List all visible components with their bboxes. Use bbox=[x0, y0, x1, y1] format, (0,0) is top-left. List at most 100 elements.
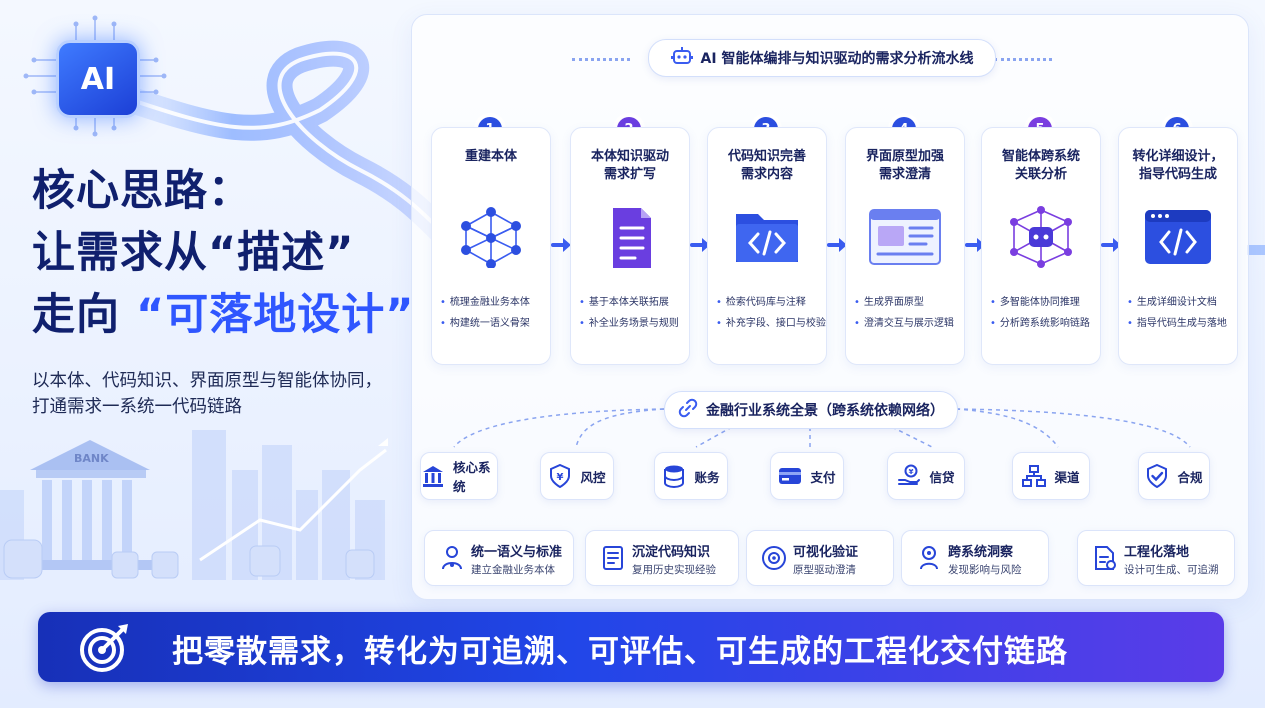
systems-title-pill: 金融行业系统全景（跨系统依赖网络） bbox=[664, 391, 958, 429]
document-icon bbox=[593, 206, 667, 268]
dotted-divider bbox=[994, 58, 1052, 61]
subtitle-line-2: 打通需求一系统一代码链路 bbox=[32, 397, 242, 417]
step-bullet: 分析跨系统影响链路 bbox=[990, 317, 1098, 331]
feature-subtitle: 发现影响与风险 bbox=[948, 564, 1022, 576]
step-title: 代码知识完善需求内容 bbox=[727, 149, 806, 182]
step-card-1: 重建本体梳理金融业务本体构建统一语义骨架 bbox=[431, 127, 551, 365]
code-window-icon bbox=[1141, 206, 1215, 268]
step-bullet: 生成详细设计文档 bbox=[1127, 296, 1235, 310]
subtitle: 以本体、代码知识、界面原型与智能体协同， 打通需求一系统一代码链路 bbox=[32, 368, 412, 420]
svg-text:¥: ¥ bbox=[909, 468, 914, 476]
system-node-4: 支付 bbox=[770, 452, 844, 500]
systems-title: 金融行业系统全景（跨系统依赖网络） bbox=[706, 403, 944, 419]
subtitle-line-1: 以本体、代码知识、界面原型与智能体协同， bbox=[32, 371, 382, 391]
system-node-label: 渠道 bbox=[1054, 469, 1080, 485]
pipeline-title-pill: AI 智能体编排与知识驱动的需求分析流水线 bbox=[648, 39, 996, 77]
step-title: 转化详细设计，指导代码生成 bbox=[1132, 149, 1224, 182]
visual-check-icon bbox=[761, 545, 787, 571]
step-bullet: 梳理金融业务本体 bbox=[440, 296, 548, 310]
headline-line-3-prefix: 走向 bbox=[32, 290, 120, 340]
feature-subtitle: 建立金融业务本体 bbox=[471, 564, 555, 576]
system-node-6: 渠道 bbox=[1012, 452, 1090, 500]
headline-line-3-highlight: “可落地设计” bbox=[135, 290, 415, 340]
system-node-3: 账务 bbox=[654, 452, 728, 500]
target-icon bbox=[78, 622, 130, 674]
bank-icon bbox=[421, 464, 445, 488]
step-title: 重建本体 bbox=[464, 149, 517, 164]
step-bullet: 多智能体协同推理 bbox=[990, 296, 1098, 310]
flow-arrow-icon bbox=[827, 235, 847, 255]
bank-sign: BANK bbox=[74, 452, 109, 465]
hierarchy-icon bbox=[1022, 464, 1047, 488]
step-bullet: 基于本体关联拓展 bbox=[579, 296, 687, 310]
step-title: 界面原型加强需求澄清 bbox=[865, 149, 944, 182]
feature-title: 统一语义与标准 bbox=[471, 545, 563, 560]
shield-check-icon bbox=[1145, 464, 1169, 488]
system-node-5: ¥ 信贷 bbox=[887, 452, 965, 500]
system-node-label: 合规 bbox=[1177, 469, 1203, 485]
feature-subtitle: 设计可生成、可追溯 bbox=[1124, 564, 1219, 576]
code-folder-icon bbox=[730, 206, 804, 268]
robot-icon bbox=[670, 46, 693, 70]
step-bullet: 检索代码库与注释 bbox=[716, 296, 824, 310]
person-standard-icon bbox=[439, 545, 465, 571]
step-bullet: 澄清交互与展示逻辑 bbox=[854, 317, 962, 331]
flow-arrow-icon bbox=[690, 235, 710, 255]
dependency-lines bbox=[453, 408, 1191, 448]
bottom-banner: 把零散需求，转化为可追溯、可评估、可生成的工程化交付链路 bbox=[38, 612, 1224, 682]
pipeline-title: AI 智能体编排与知识驱动的需求分析流水线 bbox=[700, 51, 974, 67]
system-node-label: 账务 bbox=[694, 469, 720, 485]
step-bullet: 补充字段、接口与校验 bbox=[716, 317, 826, 331]
headline-line-2: 让需求从“描述” bbox=[32, 228, 355, 278]
step-title: 本体知识驱动需求扩写 bbox=[590, 149, 669, 182]
flow-arrow-icon bbox=[551, 235, 571, 255]
system-node-7: 合规 bbox=[1138, 452, 1210, 500]
step-title: 智能体跨系统关联分析 bbox=[1001, 149, 1080, 182]
file-settings-icon bbox=[1092, 545, 1118, 571]
link-icon bbox=[678, 398, 698, 422]
ai-logo: AI bbox=[56, 40, 140, 118]
headline: 核心思路： 让需求从“描述” 走向 “可落地设计” bbox=[32, 160, 422, 346]
card-icon bbox=[778, 464, 802, 488]
svg-text:¥: ¥ bbox=[557, 472, 564, 483]
feature-title: 工程化落地 bbox=[1124, 545, 1190, 560]
feature-card-2: 沉淀代码知识复用历史实现经验 bbox=[585, 530, 739, 586]
system-node-label: 核心系统 bbox=[453, 460, 491, 494]
step-card-5: 智能体跨系统关联分析多智能体协同推理分析跨系统影响链路 bbox=[981, 127, 1101, 365]
step-card-4: 界面原型加强需求澄清生成界面原型澄清交互与展示逻辑 bbox=[845, 127, 965, 365]
notes-icon bbox=[600, 545, 626, 571]
step-card-6: 转化详细设计，指导代码生成生成详细设计文档指导代码生成与落地 bbox=[1118, 127, 1238, 365]
feature-card-3: 可视化验证原型驱动澄清 bbox=[746, 530, 894, 586]
ui-prototype-icon bbox=[868, 206, 942, 268]
database-icon bbox=[662, 464, 686, 488]
headline-line-1: 核心思路： bbox=[32, 166, 252, 216]
feature-title: 跨系统洞察 bbox=[948, 545, 1014, 560]
system-node-1: 核心系统 bbox=[420, 452, 498, 500]
step-bullet: 指导代码生成与落地 bbox=[1127, 317, 1235, 331]
system-node-label: 支付 bbox=[810, 469, 836, 485]
step-card-2: 本体知识驱动需求扩写基于本体关联拓展补全业务场景与规则 bbox=[570, 127, 690, 365]
banner-text: 把零散需求，转化为可追溯、可评估、可生成的工程化交付链路 bbox=[172, 634, 1068, 670]
step-bullet: 生成界面原型 bbox=[854, 296, 962, 310]
feature-card-4: 跨系统洞察发现影响与风险 bbox=[901, 530, 1049, 586]
system-node-label: 信贷 bbox=[929, 469, 955, 485]
flow-arrow-icon bbox=[1101, 235, 1121, 255]
system-node-2: ¥ 风控 bbox=[540, 452, 614, 500]
step-card-3: 代码知识完善需求内容检索代码库与注释补充字段、接口与校验 bbox=[707, 127, 827, 365]
step-bullet: 构建统一语义骨架 bbox=[440, 317, 548, 331]
step-bullet: 补全业务场景与规则 bbox=[579, 317, 687, 331]
agent-network-icon bbox=[1004, 206, 1078, 268]
feature-title: 沉淀代码知识 bbox=[632, 545, 711, 560]
insight-icon bbox=[916, 545, 942, 571]
hand-coin-icon: ¥ bbox=[897, 464, 921, 488]
network-icon bbox=[454, 206, 528, 269]
shield-yen-icon: ¥ bbox=[548, 464, 572, 488]
feature-title: 可视化验证 bbox=[793, 545, 859, 560]
feature-card-1: 统一语义与标准建立金融业务本体 bbox=[424, 530, 574, 586]
pipeline-panel: AI 智能体编排与知识驱动的需求分析流水线 1重建本体梳理金融业务本体构建统一语… bbox=[411, 14, 1249, 600]
dotted-divider bbox=[572, 58, 630, 61]
feature-subtitle: 原型驱动澄清 bbox=[793, 564, 856, 576]
feature-card-5: 工程化落地设计可生成、可追溯 bbox=[1077, 530, 1235, 586]
system-node-label: 风控 bbox=[580, 469, 606, 485]
